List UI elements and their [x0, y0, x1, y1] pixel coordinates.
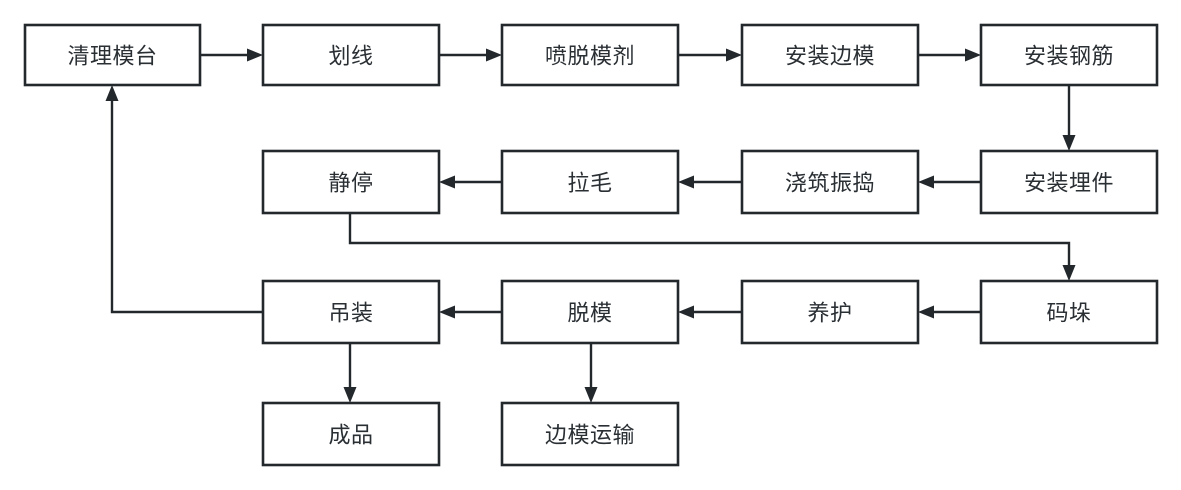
node-label: 清理模台	[67, 44, 157, 69]
node-spray-release-agent[interactable]: 喷脱模剂	[500, 23, 680, 87]
node-label: 码垛	[1046, 301, 1091, 326]
node-label: 拉毛	[567, 171, 612, 196]
edge-demolding-to-hoisting	[439, 305, 502, 319]
edge-embedded-parts-to-casting	[918, 175, 981, 189]
node-install-rebar[interactable]: 安装钢筋	[979, 23, 1159, 87]
node-label: 安装钢筋	[1024, 44, 1114, 69]
edge-hoisting-to-cleaning-return	[105, 85, 263, 314]
node-install-side-mold[interactable]: 安装边模	[740, 23, 920, 87]
edge-resting-to-stacking	[348, 213, 1076, 281]
edge-casting-to-roughening	[678, 175, 742, 189]
edge-release-agent-to-side-mold	[678, 48, 742, 62]
node-label: 成品	[328, 423, 373, 448]
node-curing[interactable]: 养护	[740, 279, 920, 345]
node-demolding[interactable]: 脱模	[500, 279, 680, 345]
node-layer: 清理模台 划线 喷脱模剂 安装边模 安装钢筋 安装埋件	[23, 23, 1159, 467]
edge-side-mold-to-rebar	[918, 48, 981, 62]
edge-stacking-to-curing	[918, 305, 981, 319]
node-stacking[interactable]: 码垛	[979, 279, 1159, 345]
node-label: 喷脱模剂	[545, 44, 635, 69]
node-marking[interactable]: 划线	[261, 23, 441, 87]
node-label: 静停	[328, 171, 373, 196]
node-label: 安装边模	[785, 44, 875, 69]
node-cleaning-mold-table[interactable]: 清理模台	[23, 23, 202, 87]
node-roughening[interactable]: 拉毛	[500, 149, 680, 215]
node-side-mold-transport[interactable]: 边模运输	[500, 401, 680, 467]
edge-curing-to-demolding	[678, 305, 742, 319]
edge-rebar-to-embedded-parts	[1062, 85, 1076, 151]
node-label: 安装埋件	[1024, 171, 1114, 196]
node-label: 划线	[328, 44, 373, 69]
node-finished-product[interactable]: 成品	[261, 401, 441, 467]
node-install-embedded-parts[interactable]: 安装埋件	[979, 149, 1159, 215]
node-hoisting[interactable]: 吊装	[261, 279, 441, 345]
node-label: 养护	[807, 301, 852, 326]
node-label: 吊装	[328, 301, 373, 326]
edge-marking-to-release-agent	[439, 48, 502, 62]
node-casting-vibrating[interactable]: 浇筑振捣	[740, 149, 920, 215]
node-resting[interactable]: 静停	[261, 149, 441, 215]
node-label: 边模运输	[545, 423, 635, 448]
edge-layer	[105, 48, 1076, 403]
node-label: 脱模	[567, 301, 612, 326]
edge-roughening-to-resting	[439, 175, 502, 189]
edge-cleaning-to-marking	[200, 48, 263, 62]
node-label: 浇筑振捣	[785, 171, 875, 196]
edge-demolding-to-mold-transport	[584, 343, 598, 403]
edge-hoisting-to-finished-product	[343, 343, 357, 403]
